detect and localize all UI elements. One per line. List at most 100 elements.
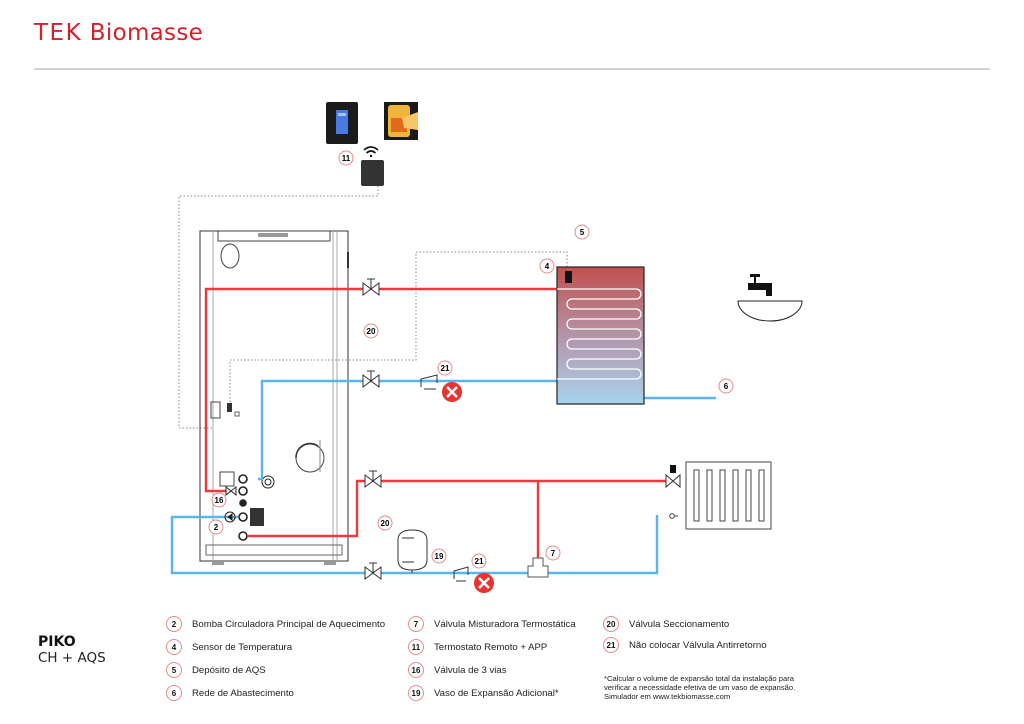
mixing-valve: [527, 557, 549, 578]
expansion-note: *Calcular o volume de expansão total da …: [604, 674, 844, 701]
svg-text:11: 11: [342, 154, 351, 163]
badge-5: 5: [574, 224, 590, 240]
badge-20-lower: 20: [377, 515, 393, 531]
brand-logo: TEK Biomasse: [34, 20, 203, 46]
badge-19: 19: [431, 548, 447, 564]
logo-tek: TEK: [34, 20, 83, 46]
legend-label: Bomba Circuladora Principal de Aquecimen…: [192, 618, 386, 630]
badge-21-lower: 21: [471, 553, 487, 569]
check-valve-upper: [420, 374, 438, 390]
note-line: *Calcular o volume de expansão total da …: [604, 674, 794, 683]
legend-label: Vaso de Expansão Adicional*: [434, 687, 559, 699]
product-config: CH + AQS: [38, 650, 106, 666]
logo-biomasse: Biomasse: [89, 20, 204, 46]
svg-text:16: 16: [215, 496, 224, 505]
legend-item: 5 Depósito de AQS: [166, 661, 266, 679]
svg-text:2: 2: [214, 523, 219, 532]
legend-item: 6 Rede de Abastecimento: [166, 684, 294, 702]
legend-label: Depósito de AQS: [192, 664, 266, 676]
badge-2: 2: [208, 519, 224, 535]
thermostat-wire: [178, 186, 379, 429]
legend-item: 7 Válvula Misturadora Termostática: [408, 615, 576, 633]
legend-badge: 11: [408, 639, 424, 655]
shutoff-valve-dhw-cold: [362, 370, 380, 388]
legend-item: 11 Termostato Remoto + APP: [408, 638, 547, 656]
product-label: PIKO CH + AQS: [38, 634, 106, 666]
product-name: PIKO: [38, 634, 76, 650]
badge-11: 11: [338, 150, 354, 166]
dhw-tank: [556, 266, 645, 405]
svg-text:21: 21: [441, 364, 450, 373]
legend-badge: 4: [166, 639, 182, 655]
diagram-badges: 11 5 4 20 21 6 16 2 20 19 21 7: [208, 150, 734, 569]
sensor-probe: [565, 271, 572, 283]
radiator-thermostatic-valve: [665, 465, 681, 489]
legend-badge: 21: [603, 637, 619, 653]
note-line: Simulador em www.tekbiomasse.com: [604, 692, 731, 701]
svg-text:5: 5: [580, 228, 585, 237]
cold-pipe-heating-return: [170, 515, 659, 575]
basin-icon: [737, 300, 803, 322]
svg-text:21: 21: [475, 557, 484, 566]
badge-16: 16: [211, 492, 227, 508]
badge-6: 6: [718, 378, 734, 394]
svg-text:7: 7: [551, 549, 556, 558]
radiator-lockshield: [669, 513, 678, 519]
radiator-icon: [685, 461, 772, 530]
header-divider: [34, 68, 990, 70]
legend-badge: 6: [166, 685, 182, 701]
tap-icon: [748, 274, 772, 296]
legend-badge: 16: [408, 662, 424, 678]
svg-text:4: 4: [545, 262, 550, 271]
legend-item: 20 Válvula Seccionamento: [603, 615, 729, 633]
badge-7: 7: [545, 545, 561, 561]
svg-text:19: 19: [435, 552, 444, 561]
legend-label: Válvula Misturadora Termostática: [434, 618, 576, 630]
shutoff-valve-heating-supply: [364, 470, 382, 488]
legend-badge: 19: [408, 685, 424, 701]
hot-pipes: [204, 287, 672, 558]
pump-symbol: [224, 511, 236, 523]
legend-label: Válvula Seccionamento: [629, 618, 730, 630]
shutoff-valve-dhw-hot: [362, 278, 380, 296]
control-wiring: [178, 186, 568, 429]
expansion-vessel: [397, 529, 428, 573]
svg-text:20: 20: [367, 327, 376, 336]
shutoff-valve-heating-return: [364, 562, 382, 580]
cold-pipes: [170, 379, 716, 575]
legend-label: Válvula de 3 vias: [434, 664, 507, 676]
legend-badge: 5: [166, 662, 182, 678]
badge-20-upper: 20: [363, 323, 379, 339]
thermostat-receiver: [361, 160, 384, 186]
three-way-valve-symbol: [225, 485, 237, 497]
hot-pipe-dhw-supply: [204, 287, 640, 493]
legend-item: 16 Válvula de 3 vias: [408, 661, 507, 679]
prohibited-x-icon: [442, 382, 462, 402]
note-line: verificar a necessidade efetiva de um va…: [604, 683, 796, 692]
wifi-icon: [363, 146, 379, 158]
check-valve-lower: [453, 566, 469, 582]
cold-pipe-tank-return: [258, 379, 560, 481]
legend-badge: 2: [166, 616, 182, 632]
legend-label: Sensor de Temperatura: [192, 641, 293, 653]
tank-coil: [557, 288, 642, 380]
smartphone-app-icon: [384, 102, 418, 140]
hot-pipe-heating-supply: [248, 479, 672, 538]
badge-4: 4: [539, 258, 555, 274]
boiler-piko: [199, 230, 349, 565]
remote-thermostat-icon: [326, 102, 358, 144]
sensor-wire: [229, 251, 568, 402]
legend-item: 4 Sensor de Temperatura: [166, 638, 292, 656]
legend-badge: 20: [603, 616, 619, 632]
svg-text:6: 6: [724, 382, 729, 391]
boiler-fittings: [238, 474, 275, 541]
shutoff-valves: [362, 278, 382, 580]
svg-text:20: 20: [381, 519, 390, 528]
legend-item: 2 Bomba Circuladora Principal de Aquecime…: [166, 615, 385, 633]
legend-label: Termostato Remoto + APP: [434, 641, 548, 653]
legend-badge: 7: [408, 616, 424, 632]
legend-label: Rede de Abastecimento: [192, 687, 294, 699]
badge-21-upper: 21: [437, 360, 453, 376]
